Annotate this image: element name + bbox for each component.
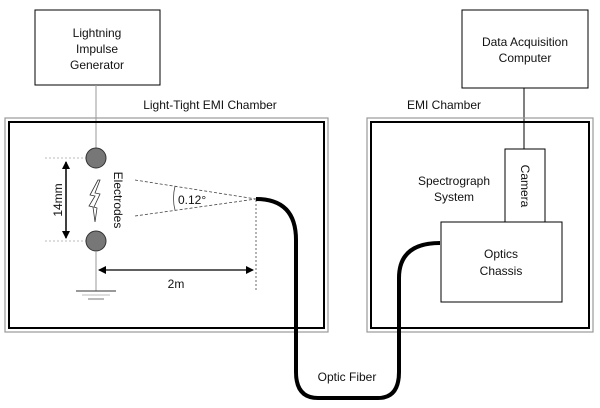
right-chamber-title: EMI Chamber <box>407 98 481 112</box>
spectrograph-label-1: Spectrograph <box>418 174 490 188</box>
angle-label: 0.12° <box>178 193 206 207</box>
ground-icon <box>76 290 116 300</box>
camera-label: Camera <box>518 165 532 208</box>
generator-label-3: Generator <box>70 58 124 72</box>
optics-chassis-box: Optics Chassis <box>440 221 563 303</box>
optics-label-2: Chassis <box>480 264 523 278</box>
lightning-impulse-generator-box: Lightning Impulse Generator <box>34 9 161 86</box>
view-cone-top <box>134 179 257 200</box>
angle-arc <box>173 185 176 211</box>
gap-label: 14mm <box>51 183 65 216</box>
spectrograph-label-2: System <box>434 190 474 204</box>
bottom-electrode <box>85 230 107 252</box>
optics-label-1: Optics <box>484 247 518 261</box>
camera-box: Camera <box>504 148 546 223</box>
fiber-label: Optic Fiber <box>318 370 377 384</box>
data-acquisition-computer-box: Data Acquisition Computer <box>461 9 589 89</box>
light-tight-emi-chamber <box>4 117 329 333</box>
electrodes-label: Electrodes <box>111 172 125 229</box>
left-chamber-title: Light-Tight EMI Chamber <box>143 98 277 112</box>
daq-label-2: Computer <box>499 51 552 65</box>
lightning-bolt-icon <box>88 179 101 223</box>
view-cone-bottom <box>134 198 257 217</box>
generator-label-2: Impulse <box>76 42 118 56</box>
top-electrode <box>85 147 107 169</box>
distance-label: 2m <box>168 277 185 291</box>
daq-label-1: Data Acquisition <box>482 35 568 49</box>
optic-fiber <box>255 197 441 400</box>
emi-chamber <box>366 117 594 333</box>
generator-label-1: Lightning <box>73 26 122 40</box>
